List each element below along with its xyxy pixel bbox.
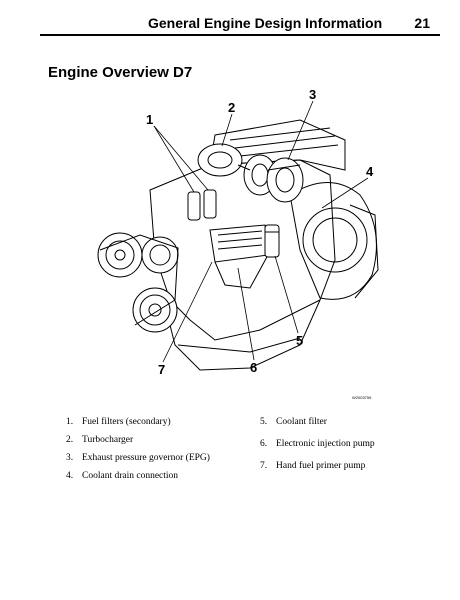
page-number: 21	[414, 15, 430, 31]
figure-code: W2003759	[352, 395, 372, 400]
legend: 1. Fuel filters (secondary) 2. Turbochar…	[66, 417, 426, 497]
callout-2: 2	[228, 100, 235, 115]
legend-number: 1.	[66, 417, 74, 427]
header-title: General Engine Design Information	[148, 15, 383, 31]
header-rule	[40, 34, 440, 36]
legend-number: 7.	[260, 461, 268, 471]
coolant-filter	[264, 224, 280, 258]
legend-label: Exhaust pressure governor (EPG)	[82, 453, 210, 463]
callout-5: 5	[296, 333, 303, 348]
callout-3: 3	[309, 87, 316, 102]
legend-label: Electronic injection pump	[276, 439, 375, 449]
legend-number: 6.	[260, 439, 268, 449]
section-title: Engine Overview D7	[48, 64, 193, 81]
front-pulleys	[97, 232, 179, 333]
callout-4: 4	[366, 164, 374, 179]
callout-1: 1	[146, 112, 153, 127]
legend-label: Coolant filter	[276, 417, 327, 427]
legend-label: Coolant drain connection	[82, 471, 179, 481]
legend-number: 4.	[66, 471, 74, 481]
legend-number: 2.	[66, 435, 74, 445]
injection-pump	[209, 224, 269, 289]
page-header: General Engine Design Information 21	[40, 12, 440, 36]
oil-pan	[164, 299, 321, 371]
legend-number: 3.	[66, 453, 74, 463]
callout-6: 6	[250, 360, 257, 375]
callout-7: 7	[158, 362, 165, 377]
fuel-filters	[187, 189, 217, 221]
epg	[266, 157, 304, 203]
legend-label: Hand fuel primer pump	[276, 461, 366, 471]
turbocharger	[197, 143, 277, 196]
leader-lines	[153, 100, 369, 363]
legend-number: 5.	[260, 417, 268, 427]
legend-label: Turbocharger	[82, 435, 134, 445]
legend-label: Fuel filters (secondary)	[82, 417, 171, 427]
